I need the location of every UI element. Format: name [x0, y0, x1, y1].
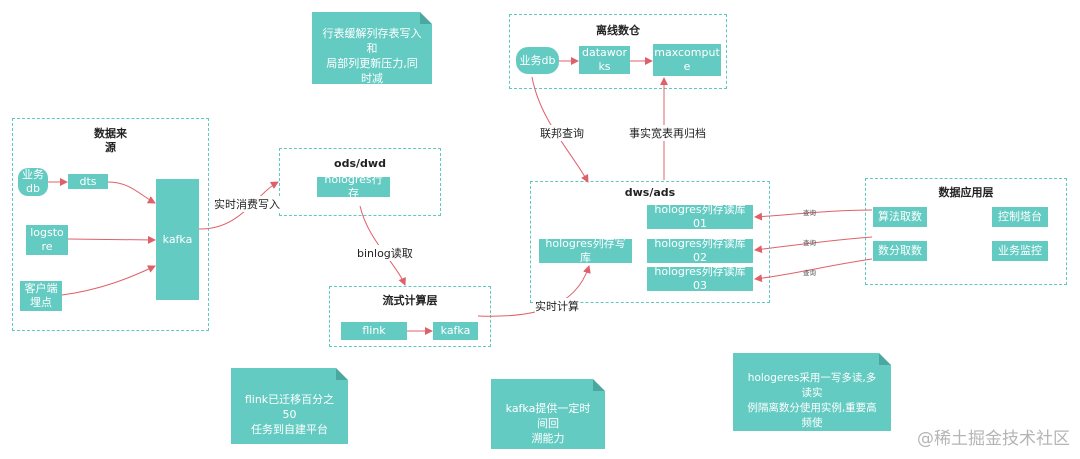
edge-algo-read01	[754, 209, 873, 221]
note-kafka-replay-text: kafka提供一定时间回 溯能力	[505, 402, 591, 445]
node-hologres-read-02[interactable]: hologres列存读库02	[647, 237, 753, 264]
group-title-ods: ods/dwd	[334, 157, 386, 170]
node-client-tracking[interactable]: 客户端 埋点	[20, 281, 62, 311]
edge-logstore-kafka	[67, 235, 156, 244]
group-data-app: 数据应用层	[865, 178, 1067, 285]
note-fold-icon	[593, 379, 605, 391]
node-flink[interactable]: flink	[341, 322, 407, 340]
node-biz-db-offline[interactable]: 业务db	[516, 47, 559, 74]
node-data-analysis-fetch[interactable]: 数分取数	[873, 241, 927, 261]
node-logstore[interactable]: logsto re	[26, 225, 68, 255]
edge-label-federated: 联邦查询	[540, 125, 584, 141]
group-title-data-source: 数据来 源	[94, 127, 127, 154]
group-title-app: 数据应用层	[938, 186, 994, 199]
note-kafka-replay: kafka提供一定时间回 溯能力	[491, 379, 605, 449]
group-title-offline: 离线数仓	[596, 24, 640, 37]
group-title-stream: 流式计算层	[382, 294, 438, 307]
node-biz-db-source[interactable]: 业务 db	[18, 168, 48, 196]
edge-label-archive: 事实宽表再归档	[629, 125, 706, 141]
node-control-tower[interactable]: 控制塔台	[992, 207, 1048, 227]
node-hologres-row[interactable]: hologres行存	[317, 173, 390, 200]
note-flink-migrate: flink已迁移百分之50 任务到自建平台	[231, 368, 348, 444]
note-hologres-multi: hologeres采用一写多读,多读实 例隔离数分使用实例,重要高频使 用报表单…	[733, 353, 891, 444]
edge-label-realtime-write: 实时消费写入	[214, 196, 280, 212]
edge-dataq-read03	[754, 258, 873, 283]
edge-label-realtime-calc: 实时计算	[535, 298, 579, 314]
node-dataworks[interactable]: datawor ks	[579, 46, 630, 74]
group-dws-ads: dws/ads	[530, 181, 770, 303]
node-kafka-stream[interactable]: kafka	[433, 322, 478, 340]
node-hologres-write[interactable]: hologres列存写库	[539, 237, 632, 264]
group-ods-dwd: ods/dwd	[279, 148, 441, 216]
node-dts[interactable]: dts	[68, 174, 108, 189]
note-row-column: 行表缓解列存表写入和 局部列更新压力,同时减 轻flink任务的复杂度	[312, 12, 432, 115]
node-kafka-source[interactable]: kafka	[156, 179, 199, 300]
watermark: @稀土掘金技术社区	[917, 429, 1070, 449]
group-title-dws: dws/ads	[624, 186, 676, 199]
edge-label-binlog: binlog读取	[357, 245, 413, 261]
note-fold-icon	[420, 12, 432, 24]
note-row-column-text: 行表缓解列存表写入和 局部列更新压力,同时减 轻flink任务的复杂度	[322, 27, 422, 115]
note-hologres-multi-text: hologeres采用一写多读,多读实 例隔离数分使用实例,重要高频使 用报表单…	[747, 372, 877, 444]
note-fold-icon	[879, 353, 891, 365]
group-data-source: 数据来 源	[12, 118, 209, 331]
edge-client-kafka	[61, 265, 156, 296]
node-maxcompute[interactable]: maxcomput e	[653, 44, 721, 76]
edge-dts-kafka	[107, 181, 156, 204]
note-fold-icon	[336, 368, 348, 380]
node-hologres-read-01[interactable]: hologres列存读库01	[647, 203, 753, 230]
node-hologres-read-03[interactable]: hologres列存读库03	[647, 265, 753, 292]
edge-label-query-3: 查询	[803, 269, 816, 277]
node-algo-fetch[interactable]: 算法取数	[873, 207, 927, 227]
edge-dataq-read02	[754, 236, 873, 254]
edge-label-query-2: 查询	[803, 239, 816, 247]
edge-label-query-1: 查询	[803, 209, 816, 217]
note-flink-migrate-text: flink已迁移百分之50 任务到自建平台	[244, 393, 335, 436]
group-offline-warehouse: 离线数仓	[509, 14, 727, 89]
node-biz-monitor[interactable]: 业务监控	[992, 241, 1048, 261]
